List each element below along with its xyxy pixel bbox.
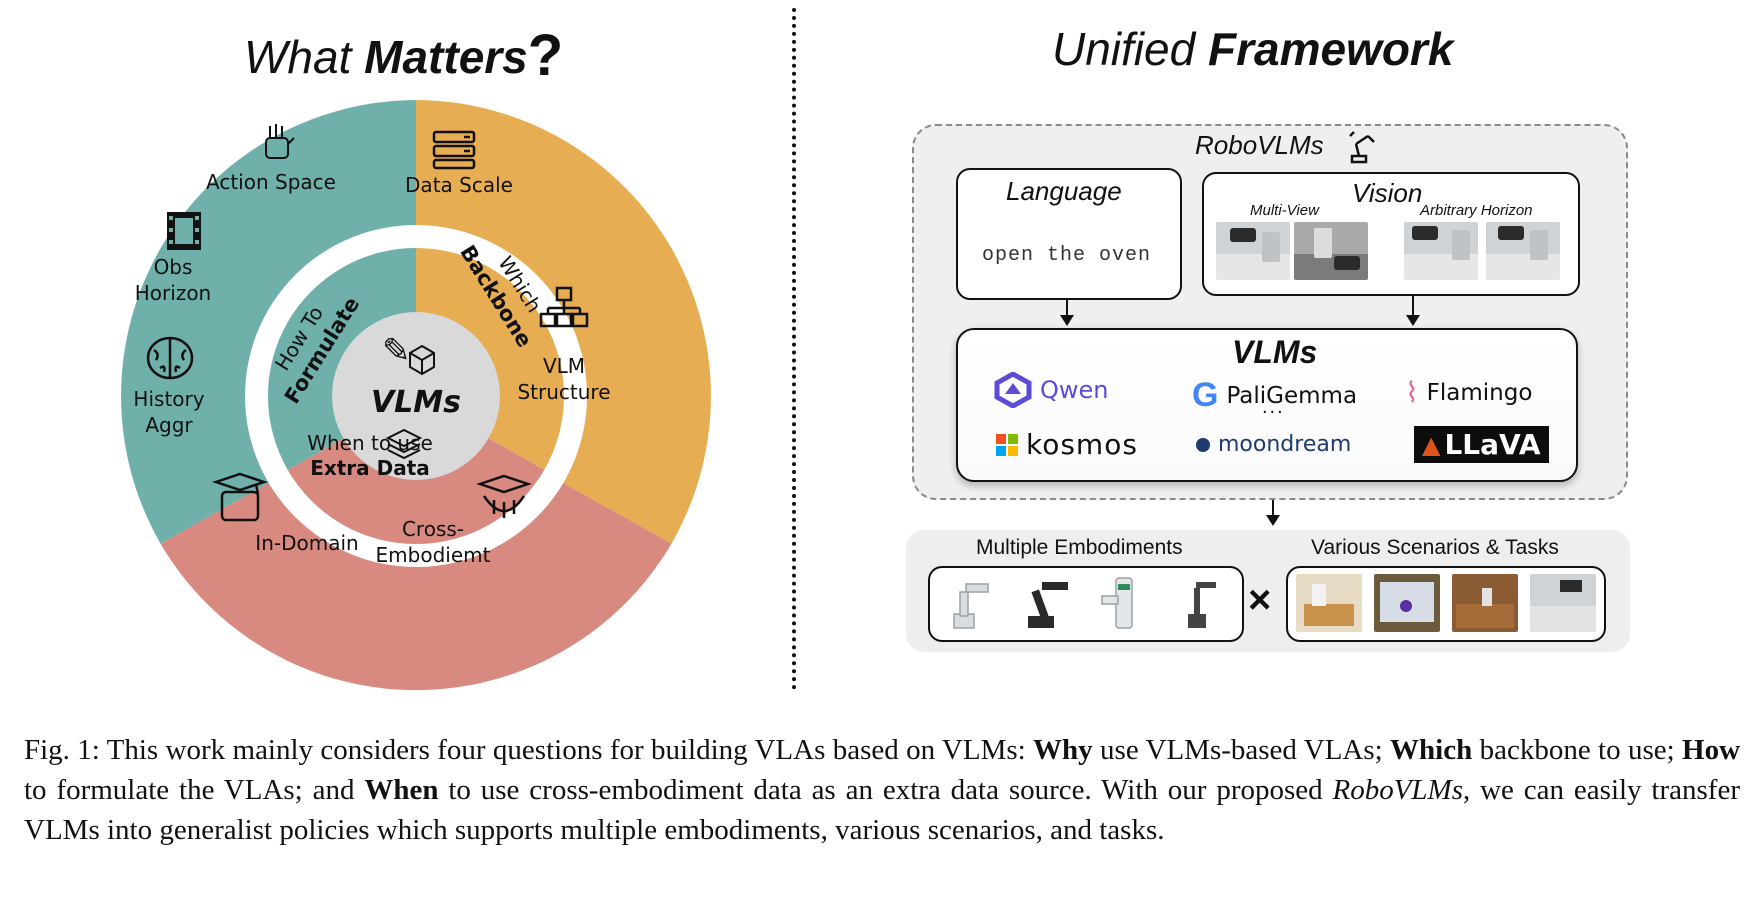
- multi-view-label: Multi-View: [1250, 202, 1319, 219]
- multiple-embodiments-label: Multiple Embodiments: [976, 536, 1183, 559]
- flamingo-logo: ⌇ Flamingo: [1405, 377, 1533, 408]
- action-space-label: Action Space: [206, 170, 336, 194]
- language-command: open the oven: [982, 244, 1152, 267]
- outer-red-segment: [160, 478, 672, 691]
- vision-image-2: [1294, 222, 1368, 280]
- structure-label: Structure: [517, 380, 610, 404]
- cross-label: Cross-: [402, 517, 464, 541]
- kosmos-logo: kosmos: [996, 428, 1138, 461]
- cube-icon: [409, 344, 435, 376]
- unified-framework-title: Unified Framework: [1052, 23, 1454, 75]
- white-ring: [245, 225, 587, 567]
- google-g-icon: G: [1192, 376, 1219, 414]
- embodiemt-label: Embodiemt: [376, 543, 491, 567]
- microsoft-squares-icon: [996, 433, 1018, 456]
- vlms-title: VLMs: [1232, 334, 1318, 370]
- aggr-label: Aggr: [145, 413, 193, 437]
- language-title: Language: [1006, 176, 1122, 206]
- robot-image-1: [953, 583, 989, 629]
- scenario-image-4: [1530, 574, 1596, 632]
- moon-icon: [1196, 437, 1210, 452]
- data-scale-label: Data Scale: [405, 173, 513, 197]
- pencil-ruler-icon: ✎: [382, 331, 411, 371]
- arbitrary-horizon-label: Arbitrary Horizon: [1420, 202, 1533, 219]
- vision-image-3: [1404, 222, 1478, 280]
- what-matters-donut: ✎ VLMs How To Formulate Which Backbone W…: [121, 100, 711, 691]
- scenario-image-3: [1452, 574, 1518, 632]
- vision-image-4: [1486, 222, 1560, 280]
- robot-image-4: [1188, 582, 1216, 628]
- brain-icon: [146, 336, 194, 380]
- inner-red-segment: [287, 435, 545, 545]
- scenarios-tasks-label: Various Scenarios & Tasks: [1311, 536, 1559, 559]
- more-models-ellipsis: ...: [1262, 396, 1285, 418]
- paligemma-logo: G PaliGemma: [1192, 376, 1358, 414]
- stack-icon: [385, 428, 423, 460]
- inner-extra-data-label: Extra Data: [310, 456, 430, 480]
- in-domain-label: In-Domain: [255, 531, 358, 555]
- inner-when-label: When to use: [307, 431, 433, 455]
- graduate-globe-icon: [476, 474, 532, 518]
- robot-image-3: [1101, 577, 1133, 629]
- robot-arm-icon: [1349, 131, 1375, 164]
- center-vlms-label: VLMs: [371, 385, 461, 420]
- embodiments-box: [928, 566, 1244, 642]
- center-circle: [332, 312, 500, 480]
- vlm-label: VLM: [543, 354, 585, 378]
- scenario-image-1: [1296, 574, 1362, 632]
- language-to-vlms-arrow: [1060, 298, 1074, 326]
- qwen-logo: Qwen: [994, 372, 1109, 408]
- qwen-icon: [994, 372, 1032, 408]
- robovlms-title: RoboVLMs: [1195, 130, 1324, 160]
- vision-to-vlms-arrow: [1406, 294, 1420, 326]
- cross-product-sign: ×: [1248, 578, 1272, 622]
- server-stack-icon: [432, 130, 476, 170]
- scenario-image-2: [1374, 574, 1440, 632]
- figure-caption: Fig. 1: This work mainly considers four …: [24, 734, 1741, 846]
- volcano-icon: ▲: [1422, 430, 1441, 459]
- horizon-label: Horizon: [135, 281, 211, 305]
- robot-hand-icon: [265, 124, 295, 159]
- vision-image-1: [1216, 222, 1290, 280]
- vision-title: Vision: [1352, 178, 1423, 208]
- moondream-logo: moondream: [1196, 432, 1351, 457]
- language-box: [956, 168, 1182, 300]
- llava-logo: ▲ LLaVA: [1414, 426, 1549, 463]
- vlms-to-embodiment-arrow: [1266, 500, 1280, 526]
- obs-label: Obs: [154, 255, 193, 279]
- history-label: History: [133, 387, 204, 411]
- flamingo-icon: ⌇: [1405, 377, 1419, 408]
- what-matters-title: What Matters?: [244, 23, 564, 88]
- dotted-divider: [792, 8, 796, 690]
- robot-graduate-icon: [212, 472, 268, 522]
- hierarchy-icon: [539, 286, 589, 328]
- robot-image-2: [1028, 582, 1068, 628]
- film-strip-icon: [167, 212, 201, 250]
